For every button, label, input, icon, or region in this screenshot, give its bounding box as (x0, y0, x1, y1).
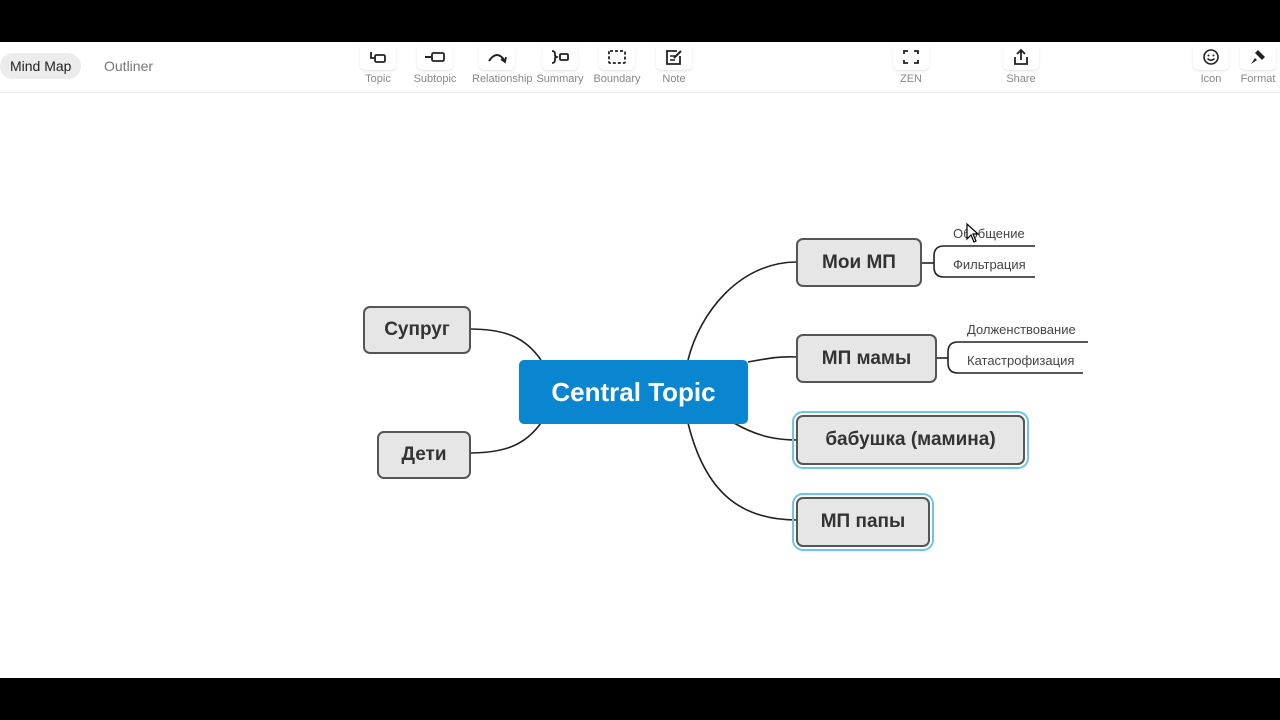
icon-panel-button[interactable]: Icon (1186, 44, 1236, 85)
note-button[interactable]: Note (649, 44, 699, 85)
zen-button[interactable]: ZEN (886, 44, 936, 85)
subtopic-label: Subtopic (413, 73, 457, 85)
boundary-label: Boundary (593, 73, 641, 85)
summary-label: Summary (536, 73, 584, 85)
icon-label: Icon (1200, 73, 1222, 85)
subtopic-button[interactable]: Subtopic (410, 44, 460, 85)
format-brush-icon (1240, 44, 1276, 70)
mouse-cursor-icon (966, 223, 980, 243)
summary-icon (542, 44, 578, 70)
summary-button[interactable]: Summary (535, 44, 585, 85)
subtopic-icon (417, 44, 453, 70)
note-label: Note (662, 73, 686, 85)
mind-map-app: Mind Map Outliner Topic Subtopic Relatio… (0, 42, 1280, 678)
share-label: Share (1006, 73, 1036, 85)
format-label: Format (1240, 73, 1276, 85)
zen-label: ZEN (900, 73, 922, 85)
share-button[interactable]: Share (996, 44, 1046, 85)
topic-label: Topic (365, 73, 391, 85)
tab-outliner[interactable]: Outliner (104, 58, 154, 74)
toolbar: Mind Map Outliner Topic Subtopic Relatio… (0, 42, 1280, 93)
subtopic-dolzhenstvovanie[interactable]: Долженствование (967, 322, 1076, 337)
mind-map-canvas[interactable]: Central Topic Супруг Дети Мои МП МП мамы… (0, 92, 1280, 678)
format-panel-button[interactable]: Format (1233, 44, 1280, 85)
topic-moi-mp[interactable]: Мои МП (796, 238, 922, 287)
smiley-icon (1193, 44, 1229, 70)
relationship-icon (479, 44, 515, 70)
topic-icon (360, 44, 396, 70)
topic-babushka-mamina[interactable]: бабушка (мамина) (792, 411, 1029, 469)
tab-mind-map[interactable]: Mind Map (0, 53, 82, 79)
boundary-icon (599, 44, 635, 70)
note-icon (656, 44, 692, 70)
subtopic-katastrofizatsiya[interactable]: Катастрофизация (967, 353, 1075, 368)
letterbox-bottom (0, 678, 1280, 720)
central-topic[interactable]: Central Topic (519, 360, 748, 424)
subtopic-obobshchenie[interactable]: Обобщение (953, 226, 1025, 241)
topic-mp-mamy[interactable]: МП мамы (796, 334, 937, 383)
boundary-button[interactable]: Boundary (592, 44, 642, 85)
letterbox-top (0, 0, 1280, 42)
topic-mp-papy[interactable]: МП папы (792, 493, 934, 551)
topic-deti[interactable]: Дети (377, 431, 471, 479)
topic-button[interactable]: Topic (353, 44, 403, 85)
share-icon (1003, 44, 1039, 70)
subtopic-filtratsiya[interactable]: Фильтрация (953, 257, 1026, 272)
relationship-label: Relationship (472, 73, 533, 85)
zen-fullscreen-icon (893, 44, 929, 70)
connection-lines (468, 245, 1088, 521)
topic-suprug[interactable]: Супруг (363, 306, 471, 354)
relationship-button[interactable]: Relationship (472, 44, 533, 85)
